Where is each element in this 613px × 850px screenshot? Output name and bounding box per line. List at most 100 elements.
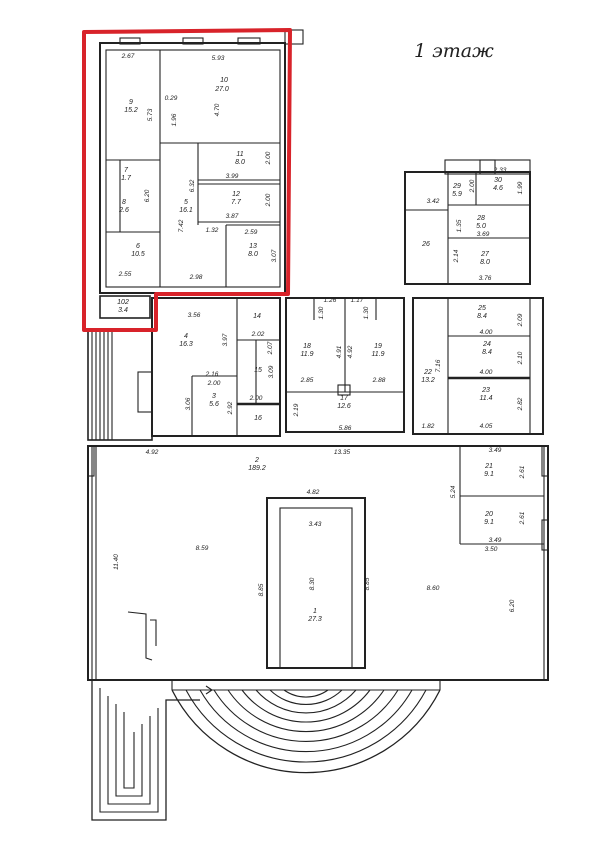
dim-label: 4.92: [146, 449, 159, 456]
room-9-area: 15.2: [124, 107, 138, 114]
dim-label: 1.30: [363, 306, 370, 319]
room-2-area: 189.2: [248, 465, 266, 472]
room-22-block-walls: [412, 297, 544, 435]
room-18-number: 18: [303, 343, 311, 350]
dim-label: 11.40: [113, 554, 120, 570]
dim-label: 13.35: [334, 449, 351, 456]
room-3-area: 5.6: [209, 401, 219, 408]
dim-label: 8.59: [196, 545, 209, 552]
dim-label: 2.02: [251, 331, 265, 338]
room-28-area: 5.0: [476, 223, 486, 230]
room-16-number: 16: [254, 415, 262, 422]
room-4-block-walls: [151, 297, 281, 437]
nw-inner-wall: [105, 49, 281, 288]
room-11-number: 11: [236, 151, 243, 158]
dim-label: 2.14: [453, 249, 460, 263]
dim-label: 0.29: [165, 95, 178, 102]
room-18-area: 11.9: [300, 351, 313, 358]
room-17-number: 17: [340, 395, 349, 402]
dim-label: 2.00: [469, 179, 476, 193]
room-30-area: 4.6: [493, 185, 503, 192]
room-29-area: 5.9: [452, 191, 462, 198]
dim-label: 1.96: [171, 113, 178, 126]
dim-label: 2.92: [227, 401, 234, 415]
dim-label: 1.35: [456, 219, 463, 232]
dim-label: 2.82: [517, 397, 524, 411]
dim-label: 1.99: [517, 181, 524, 194]
room-8-number: 8: [122, 199, 126, 206]
dim-label: 3.09: [268, 365, 275, 378]
room-25-area: 8.4: [477, 313, 487, 320]
dim-label: 6.32: [189, 179, 196, 192]
room-21-number: 21: [484, 463, 493, 470]
room-24-area: 8.4: [482, 349, 492, 356]
room-29-number: 29: [452, 183, 461, 190]
dim-label: 3.99: [226, 173, 239, 180]
ne-block-walls: [404, 171, 531, 285]
dim-label: 2.88: [372, 377, 386, 384]
room-7-number: 7: [124, 167, 129, 174]
dim-label: 2.19: [293, 403, 300, 417]
dim-label: 8.85: [258, 583, 265, 596]
dim-label: 2.61: [519, 465, 526, 479]
dim-label: 4.00: [480, 329, 493, 336]
dim-label: 2.98: [189, 274, 203, 281]
dim-label: 3.49: [489, 537, 502, 544]
room-22-number: 22: [423, 369, 432, 376]
room-4-number: 4: [184, 333, 188, 340]
dim-label: 7.42: [178, 219, 185, 232]
dim-label: 3.69: [477, 231, 490, 238]
room-11-area: 8.0: [235, 159, 245, 166]
dim-label: 1.30: [318, 306, 325, 319]
dim-label: 1.26: [324, 297, 337, 304]
room-10-number: 10: [220, 77, 228, 84]
room-14-number: 14: [253, 313, 261, 320]
dim-label: 3.49: [489, 447, 502, 454]
room-24-number: 24: [482, 341, 491, 348]
dim-label: 5.86: [339, 425, 352, 432]
room-12-area: 7.7: [231, 199, 242, 206]
room-23-area: 11.4: [479, 395, 492, 402]
room-27-area: 8.0: [480, 259, 490, 266]
dim-label: 2.00: [265, 151, 272, 165]
dim-label: 3.07: [271, 249, 278, 262]
dim-label: 3.97: [222, 333, 229, 346]
dim-label: 4.92: [347, 345, 354, 358]
dim-label: 3.06: [185, 397, 192, 410]
dim-label: 2.09: [517, 313, 524, 327]
room-17-area: 12.6: [337, 403, 351, 410]
room-13-number: 13: [249, 243, 257, 250]
dim-label: 2.00: [265, 193, 272, 207]
dim-label: 3.87: [226, 213, 239, 220]
dim-label: 2.33: [493, 167, 507, 174]
room-20-number: 20: [484, 511, 493, 518]
dim-label: 2.00: [249, 395, 263, 402]
dim-label: 4.82: [307, 489, 320, 496]
room-3-number: 3: [212, 393, 216, 400]
room-19-area: 11.9: [371, 351, 384, 358]
dim-label: 3.56: [188, 312, 201, 319]
room-2-number: 2: [254, 457, 259, 464]
room-19-number: 19: [374, 343, 382, 350]
dim-label: 3.76: [479, 275, 492, 282]
room-20-area: 9.1: [484, 519, 494, 526]
room-21-area: 9.1: [484, 471, 494, 478]
room-102-walls: [99, 295, 151, 319]
room-8-area: 2.6: [118, 207, 129, 214]
room-6-number: 6: [136, 243, 140, 250]
dim-label: 2.85: [300, 377, 314, 384]
room-27-number: 27: [480, 251, 490, 258]
dim-label: 5.93: [212, 55, 225, 62]
dim-label: 8.60: [427, 585, 440, 592]
dim-label: 2.10: [517, 351, 524, 365]
room-22-area: 13.2: [421, 377, 435, 384]
room-1-number: 1: [313, 608, 317, 615]
room-6-area: 10.5: [131, 251, 145, 258]
dim-label: 4.05: [480, 423, 493, 430]
dim-label: 2.00: [207, 380, 221, 387]
dim-label: 5.73: [147, 108, 154, 121]
dim-label: 7.16: [435, 359, 442, 372]
dim-label: 2.59: [244, 229, 258, 236]
room-15-number: 15: [254, 367, 262, 374]
dim-label: 2.16: [205, 371, 219, 378]
